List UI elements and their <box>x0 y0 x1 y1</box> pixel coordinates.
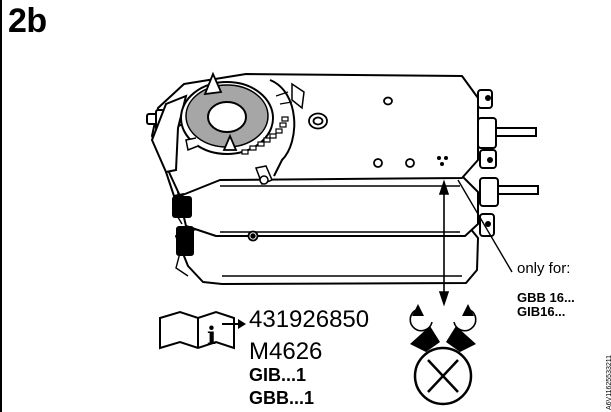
left-clamp-upper <box>172 196 192 218</box>
svg-text:i: i <box>207 321 216 350</box>
rotary-dial <box>180 71 274 155</box>
model-code: M4626 <box>249 338 323 365</box>
left-clamp-lower <box>176 226 194 256</box>
actuator-middle-body <box>177 175 479 237</box>
sheet-border <box>0 0 2 412</box>
model-list: GBB 16... GIB16... <box>517 291 575 318</box>
model-item: GIB16... <box>517 303 566 319</box>
info-manual-icon: i <box>159 310 235 350</box>
model-item: GBB 16... <box>517 290 575 305</box>
no-manual-override-icon <box>410 326 476 406</box>
document-id: A6V11625533211 <box>606 354 611 410</box>
adjustment-arrow <box>438 179 450 307</box>
type-line: GIB...1 <box>249 365 307 385</box>
figure-label: 2b <box>8 2 47 40</box>
cable-glands <box>477 89 539 237</box>
angle-scale <box>241 91 293 155</box>
type-line: GBB...1 <box>249 388 315 408</box>
only-for-note: only for: <box>517 260 571 277</box>
part-number: 431926850 <box>249 306 370 333</box>
arrow-right-icon <box>222 319 246 329</box>
housing-screws <box>247 96 415 242</box>
